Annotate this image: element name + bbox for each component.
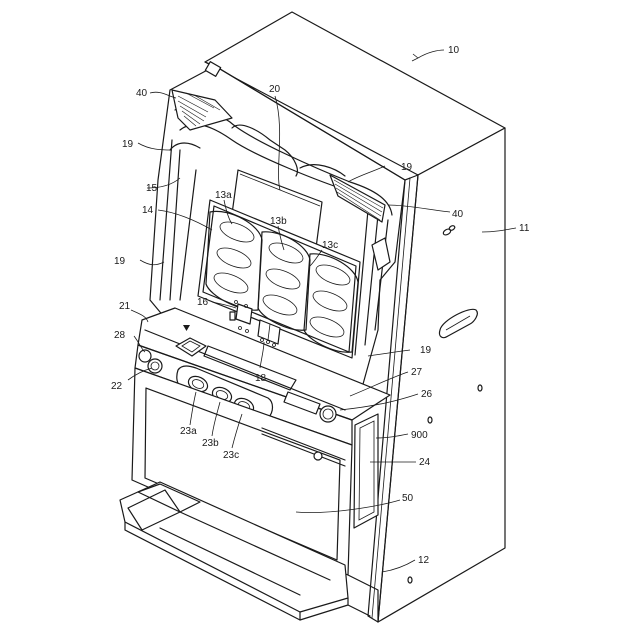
ref-14: 14 [142, 205, 154, 216]
ref-15: 15 [146, 183, 158, 194]
ref-11: 11 [519, 223, 530, 234]
ref-27: 27 [411, 367, 423, 378]
ref-16: 16 [197, 297, 209, 308]
ref-23c: 23c [223, 450, 239, 461]
ref-13a: 13a [215, 190, 232, 201]
ref-13b: 13b [270, 216, 287, 227]
ref-18: 18 [255, 373, 267, 384]
ref-28: 28 [114, 330, 126, 341]
ref-900: 900 [411, 430, 428, 441]
ref-26: 26 [421, 389, 433, 400]
side-panel-900 [354, 414, 378, 528]
ref-19b: 19 [401, 162, 413, 173]
ref-50: 50 [402, 493, 414, 504]
ref-10: 10 [448, 45, 460, 56]
ref-24: 24 [419, 457, 431, 468]
ref-23b: 23b [202, 438, 219, 449]
ref-20: 20 [269, 84, 281, 95]
ref-12: 12 [418, 555, 430, 566]
ref-13c: 13c [322, 240, 338, 251]
ref-40b: 40 [452, 209, 464, 220]
ref-19d: 19 [420, 345, 432, 356]
ref-19c: 19 [114, 256, 126, 267]
ref-40a: 40 [136, 88, 148, 99]
ref-22: 22 [111, 381, 123, 392]
ref-23a: 23a [180, 426, 197, 437]
ref-19a: 19 [122, 139, 134, 150]
ref-21: 21 [119, 301, 131, 312]
